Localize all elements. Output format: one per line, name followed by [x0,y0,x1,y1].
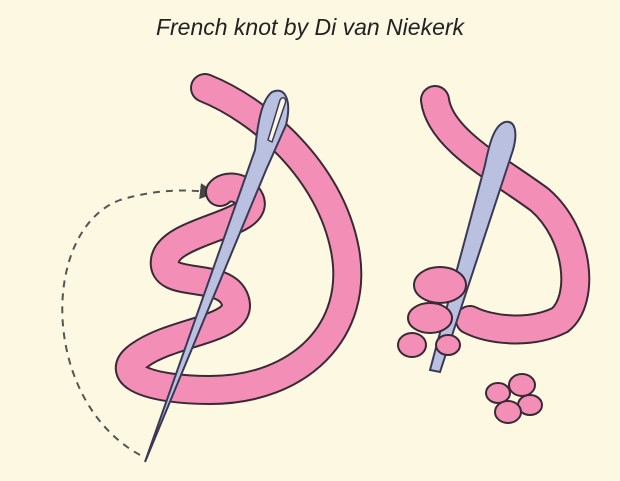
figure-finished-knot [485,373,543,424]
needle-eye [267,97,287,144]
needle [144,89,290,463]
figure-wrapping-thread [61,73,363,463]
knot-wraps [397,266,467,358]
dashed-guide-arrow [61,183,216,456]
needle [428,120,517,374]
figure-pulling-through [397,85,591,374]
illustration-title: French knot by Di van Niekerk [155,14,465,40]
